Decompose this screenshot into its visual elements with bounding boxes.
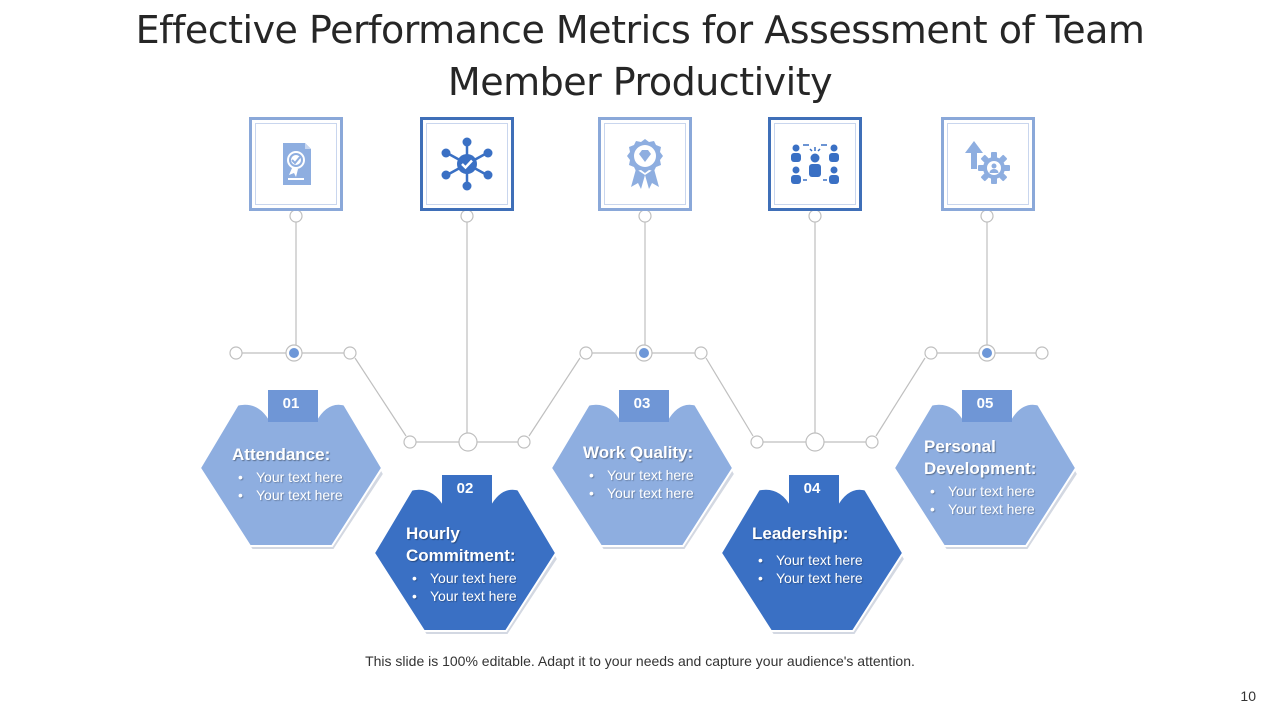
icon-box-2 [420, 117, 514, 211]
growth-gear-icon [965, 141, 1010, 184]
bullet-item: Your text here [232, 486, 368, 504]
card-text: Personal Development: Your text here You… [924, 436, 1062, 518]
metric-card-3: 03 Work Quality: Your text here Your tex… [549, 382, 739, 554]
card-number: 01 [282, 395, 300, 412]
card-number: 03 [633, 395, 651, 412]
award-diamond-icon [627, 139, 663, 189]
icon-box-3 [598, 117, 692, 211]
card-text: Hourly Commitment: Your text here Your t… [406, 523, 542, 605]
icon-box-5 [941, 117, 1035, 211]
bullet-item: Your text here [583, 466, 719, 484]
metric-card-1: 01 Attendance: Your text here Your text … [198, 382, 388, 554]
bullet-item: Your text here [752, 551, 889, 569]
card-number: 05 [976, 395, 994, 412]
bullet-item: Your text here [232, 468, 368, 486]
card-bullets: Your text here Your text here [232, 468, 368, 504]
card-bullets: Your text here Your text here [406, 569, 542, 605]
card-text: Attendance: Your text here Your text her… [232, 444, 368, 504]
bullet-item: Your text here [406, 587, 542, 605]
card-bullets: Your text here Your text here [583, 466, 719, 502]
footer-note: This slide is 100% editable. Adapt it to… [365, 653, 915, 669]
icon-box-4 [768, 117, 862, 211]
metric-card-5: 05 Personal Development: Your text here … [892, 382, 1082, 554]
bullet-item: Your text here [406, 569, 542, 587]
page-number: 10 [1240, 688, 1256, 704]
slide-title: Effective Performance Metrics for Assess… [0, 4, 1280, 108]
bullet-item: Your text here [924, 482, 1062, 500]
card-number: 04 [803, 480, 821, 497]
title-line-1: Effective Performance Metrics for Assess… [135, 8, 1145, 52]
card-title: Work Quality: [583, 443, 694, 462]
icon-box-1 [249, 117, 343, 211]
metric-card-2: 02 Hourly Commitment: Your text here You… [372, 467, 562, 639]
bullet-item: Your text here [924, 500, 1062, 518]
card-text: Leadership: Your text here Your text her… [752, 523, 889, 587]
card-bullets: Your text here Your text here [924, 482, 1062, 518]
bullet-item: Your text here [583, 484, 719, 502]
card-title: Hourly Commitment: [406, 524, 516, 565]
card-bullets: Your text here Your text here [752, 551, 889, 587]
metric-card-4: 04 Leadership: Your text here Your text … [719, 467, 909, 639]
network-check-icon [441, 137, 493, 191]
title-line-2: Member Productivity [447, 60, 833, 104]
document-badge-icon [283, 143, 311, 185]
card-number: 02 [456, 480, 474, 497]
card-text: Work Quality: Your text here Your text h… [583, 442, 719, 502]
bullet-item: Your text here [752, 569, 889, 587]
card-title: Personal Development: [924, 437, 1037, 478]
card-title: Leadership: [752, 524, 849, 543]
team-leader-icon [791, 144, 839, 184]
card-title: Attendance: [232, 445, 331, 464]
